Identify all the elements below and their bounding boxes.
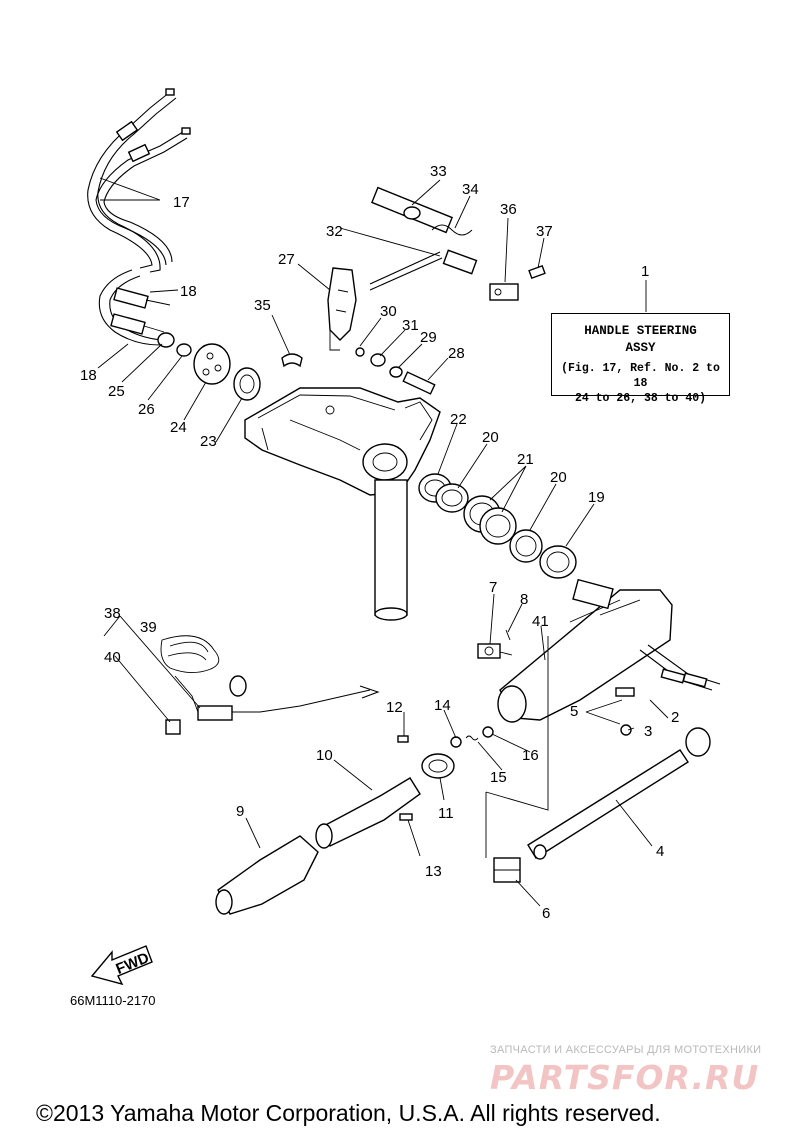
part-label: 6 [542,905,550,922]
part-label: 2 [671,709,679,726]
part-label: 12 [386,699,403,716]
callout-number: 1 [641,263,649,280]
part-label: 9 [236,803,244,820]
part-label: 8 [520,591,528,608]
diagram-code: 66M1110-2170 [70,993,156,1008]
part-label: 25 [108,383,125,400]
part-label: 36 [500,201,517,218]
part-label: 27 [278,251,295,268]
small-fasteners-upper [281,347,436,395]
watermark-tagline: ЗАПЧАСТИ И АКСЕССУАРЫ ДЛЯ МОТОТЕХНИКИ [490,1044,762,1056]
part-label: 21 [517,451,534,468]
part-label: 15 [490,769,507,786]
part-label: 37 [536,223,553,240]
part-label: 19 [588,489,605,506]
part-label: 31 [402,317,419,334]
part-label: 20 [482,429,499,446]
steering-handle-body [497,578,721,736]
fwd-arrow-text: FWD [114,949,152,978]
stop-lanyard [160,635,380,735]
part-label: 18 [80,367,97,384]
callout-reference: (Fig. 17, Ref. No. 2 to 18 24 to 26, 38 … [561,362,720,405]
watermark-logo: PARTSFOR.RU [490,1058,760,1097]
shift-lever-27 [327,267,357,351]
part-label: 3 [644,723,652,740]
leader-lines [97,177,669,907]
part-label: 34 [462,181,479,198]
part-label: 38 [104,605,121,622]
part-label: 23 [200,433,217,450]
part-label: 26 [138,401,155,418]
throttle-shaft-4-6 [493,727,711,883]
linkage-rod-assembly [369,186,546,301]
part-label: 29 [420,329,437,346]
cable-joint-parts [157,332,261,401]
part-label: 20 [550,469,567,486]
part-label: 17 [173,194,190,211]
throttle-grip [215,726,494,915]
steering-washers [418,473,577,579]
part-label: 22 [450,411,467,428]
part-label: 4 [656,843,664,860]
stop-switch-7-8 [477,629,513,659]
part-label: 35 [254,297,271,314]
copyright-notice: ©2013 Yamaha Motor Corporation, U.S.A. A… [36,1100,661,1126]
part-label: 10 [316,747,333,764]
callout-title: HANDLE STEERING ASSY [584,324,697,355]
part-label: 41 [532,613,549,630]
part-label: 13 [425,863,442,880]
part-label: 16 [522,747,539,764]
part-label: 28 [448,345,465,362]
part-label: 24 [170,419,187,436]
part-label: 18 [180,283,197,300]
throttle-cables-17-18 [87,88,191,346]
part-label: 39 [140,619,157,636]
part-label: 30 [380,303,397,320]
part-label: 14 [434,697,451,714]
part-label: 11 [438,805,454,822]
part-label: 32 [326,223,343,240]
part-label: 40 [104,649,121,666]
part-label: 7 [489,579,497,596]
part-label: 5 [570,703,578,720]
part-number-labels: 2 3 4 5 6 7 8 9 10 11 12 13 14 15 16 17 … [80,163,679,922]
steering-bracket [244,387,441,621]
fwd-arrow-icon: FWD [90,945,153,986]
handle-steering-callout: HANDLE STEERING ASSY (Fig. 17, Ref. No. … [551,313,730,405]
part-label: 33 [430,163,447,180]
